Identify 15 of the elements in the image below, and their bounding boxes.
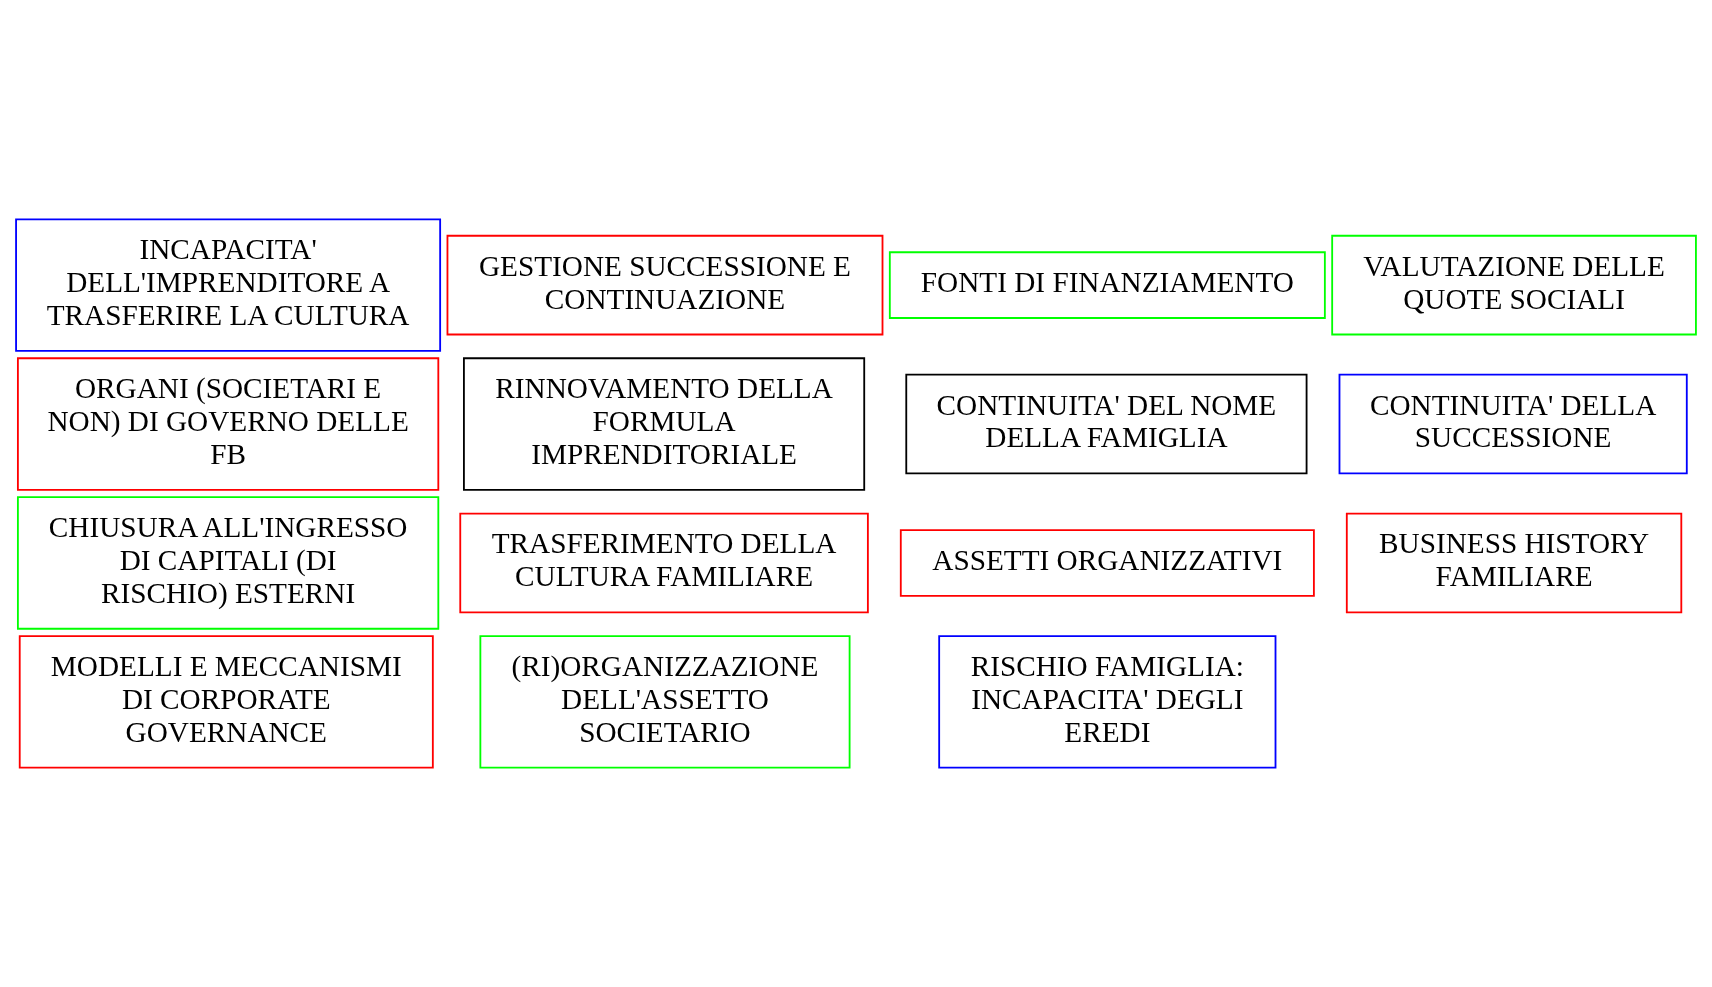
node-box: BUSINESS HISTORY FAMILIARE bbox=[1345, 512, 1683, 614]
node-box: CONTINUITA' DEL NOME DELLA FAMIGLIA bbox=[905, 373, 1308, 475]
node-box: FONTI DI FINANZIAMENTO bbox=[888, 251, 1326, 319]
node-box: MODELLI E MECCANISMI DI CORPORATE GOVERNANCE bbox=[18, 635, 434, 769]
node-box: GESTIONE SUCCESSIONE E CONTINUAZIONE bbox=[446, 234, 884, 336]
node-box: RINNOVAMENTO DELLA FORMULA IMPRENDITORIALE bbox=[463, 357, 866, 491]
node-box: CHIUSURA ALL'INGRESSO DI CAPITALI (DI RISCHIO) ESTERNI bbox=[17, 496, 440, 630]
node-box: RISCHIO FAMIGLIA: INCAPACITA' DEGLI EREDI bbox=[938, 635, 1277, 769]
node-box: ORGANI (SOCIETARI E NON) DI GOVERNO DELLE FB bbox=[17, 357, 440, 491]
node-box: ASSETTI ORGANIZZATIVI bbox=[899, 529, 1315, 597]
node-box: VALUTAZIONE DELLE QUOTE SOCIALI bbox=[1331, 234, 1697, 336]
node-box: TRASFERIMENTO DELLA CULTURA FAMILIARE bbox=[459, 512, 869, 614]
node-box: INCAPACITA' DELL'IMPRENDITORE A TRASFERIRE LA CULTURA bbox=[15, 218, 442, 352]
node-box: (RI)ORGANIZZAZIONE DELL'ASSETTO SOCIETARIO bbox=[479, 635, 851, 769]
node-box: CONTINUITA' DELLA SUCCESSIONE bbox=[1338, 373, 1688, 475]
